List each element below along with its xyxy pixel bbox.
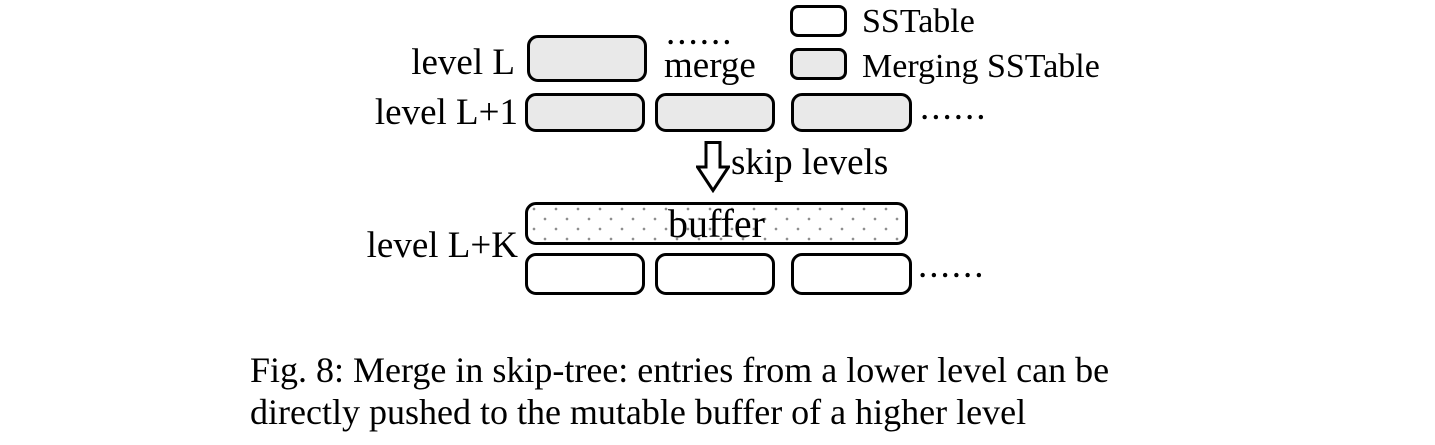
merging-sstable-box — [655, 93, 775, 132]
caption-line-1: Fig. 8: Merge in skip-tree: entries from… — [250, 350, 1110, 390]
merging-sstable-box — [527, 35, 647, 82]
level-l1-label: level L+1 — [374, 92, 518, 133]
caption-line-2: directly pushed to the mutable buffer of… — [250, 392, 1027, 432]
legend-sstable-label: SSTable — [862, 3, 975, 40]
merging-sstable-box — [791, 93, 912, 132]
skip-levels-label: skip levels — [731, 142, 889, 183]
down-arrow-icon — [694, 141, 732, 198]
buffer-box: buffer — [525, 202, 908, 245]
level-l-label: level L — [411, 42, 515, 83]
merge-label: merge — [664, 45, 756, 86]
merge-dots: ...... — [666, 12, 734, 53]
legend-merging-sstable-label: Merging SSTable — [862, 48, 1100, 85]
legend-merging-sstable-swatch — [790, 48, 847, 80]
merging-sstable-box — [525, 93, 645, 132]
figure-caption: Fig. 8: Merge in skip-tree: entries from… — [250, 349, 1109, 433]
sstable-box — [791, 253, 912, 295]
legend-sstable-swatch — [790, 5, 847, 37]
level-lk-label: level L+K — [366, 225, 518, 266]
level-l1-dots: ...... — [920, 87, 988, 128]
level-lk-dots: ...... — [918, 245, 986, 286]
buffer-label: buffer — [668, 200, 765, 246]
sstable-box — [525, 253, 645, 295]
sstable-box — [655, 253, 775, 295]
